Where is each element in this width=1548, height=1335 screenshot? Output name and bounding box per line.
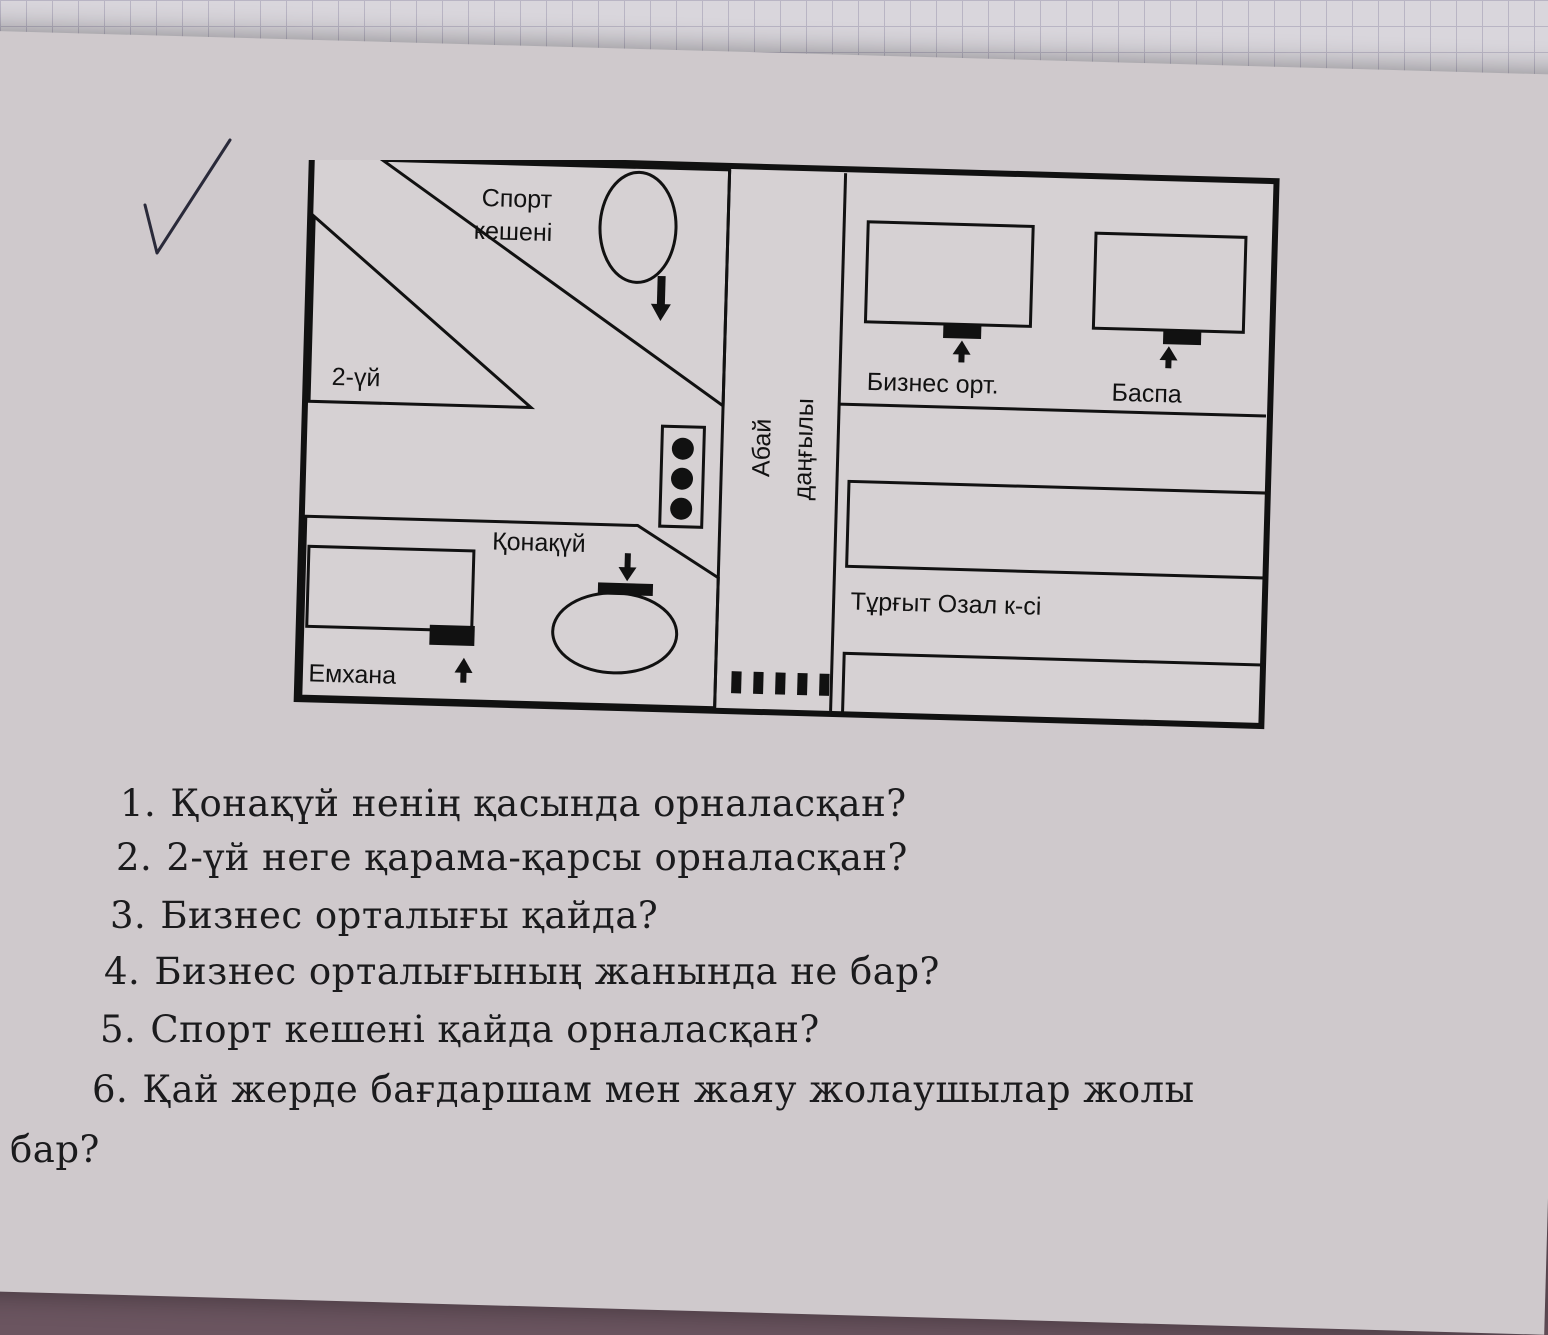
label-press: Баспа xyxy=(1111,379,1182,409)
label-house2: 2-үй xyxy=(331,363,380,392)
hotel-entrance xyxy=(597,582,654,596)
business-entrance xyxy=(943,323,982,340)
question-text: бар? xyxy=(10,1128,100,1171)
hotel-clinic-block xyxy=(299,514,720,710)
label-avenue-line2: даңғылы xyxy=(788,398,819,501)
question-number: 5. xyxy=(100,1008,137,1051)
label-avenue-line1: Абай xyxy=(747,418,777,477)
question-text: 2-үй неге қарама-қарсы орналасқан? xyxy=(166,836,908,879)
question-text: Қай жерде бағдаршам мен жаяу жолаушылар … xyxy=(142,1068,1195,1111)
question-text: Бизнес орталығы қайда? xyxy=(160,894,659,937)
business-arrow-icon xyxy=(952,340,971,363)
question-item: 2. 2-үй неге қарама-қарсы орналасқан? xyxy=(116,836,908,879)
label-street: Тұрғыт Озал к-сі xyxy=(850,587,1042,620)
label-sport-line2: кешені xyxy=(473,217,552,247)
label-clinic: Емхана xyxy=(308,659,397,689)
city-map: Спорт кешені 2-үй Абай даңғылы Бизнес ор… xyxy=(293,160,1280,730)
sport-arrow-icon xyxy=(650,275,671,322)
question-item: 6. Қай жерде бағдаршам мен жаяу жолаушыла… xyxy=(92,1068,1195,1111)
label-hotel: Қонақүй xyxy=(492,527,586,558)
question-item-continuation: бар? xyxy=(10,1128,100,1171)
avenue-right-line xyxy=(829,173,848,711)
question-text: Қонақүй ненің қасында орналасқан? xyxy=(170,782,907,825)
press-entrance xyxy=(1162,330,1202,346)
crosswalk-icon xyxy=(731,671,830,696)
checkmark-icon xyxy=(143,138,232,255)
question-number: 1. xyxy=(120,782,157,825)
question-item: 3. Бизнес орталығы қайда? xyxy=(110,894,658,937)
traffic-light-icon xyxy=(658,424,706,529)
label-business: Бизнес орт. xyxy=(866,368,999,400)
label-sport-line1: Спорт xyxy=(481,184,553,214)
clinic-entrance xyxy=(429,624,475,646)
clinic-arrow-icon xyxy=(454,657,473,683)
question-item: 4. Бизнес орталығының жанында не бар? xyxy=(104,950,940,993)
question-number: 2. xyxy=(116,836,153,879)
question-item: 1. Қонақүй ненің қасында орналасқан? xyxy=(120,782,907,825)
hotel-arrow-icon xyxy=(618,553,637,582)
question-item: 5. Спорт кешені қайда орналасқан? xyxy=(100,1008,820,1051)
question-number: 6. xyxy=(92,1068,129,1111)
question-number: 4. xyxy=(104,950,141,993)
question-text: Бизнес орталығының жанында не бар? xyxy=(154,950,940,993)
sport-complex-oval xyxy=(598,170,678,284)
question-text: Спорт кешені қайда орналасқан? xyxy=(150,1008,820,1051)
house2-block xyxy=(307,213,536,410)
street-block-lower xyxy=(840,651,1266,727)
question-number: 3. xyxy=(110,894,147,937)
clinic-building xyxy=(305,544,476,633)
street-block-upper xyxy=(845,479,1271,580)
block-edge xyxy=(839,402,1267,418)
page-content: Спорт кешені 2-үй Абай даңғылы Бизнес ор… xyxy=(10,138,1280,1171)
press-arrow-icon xyxy=(1159,346,1178,369)
